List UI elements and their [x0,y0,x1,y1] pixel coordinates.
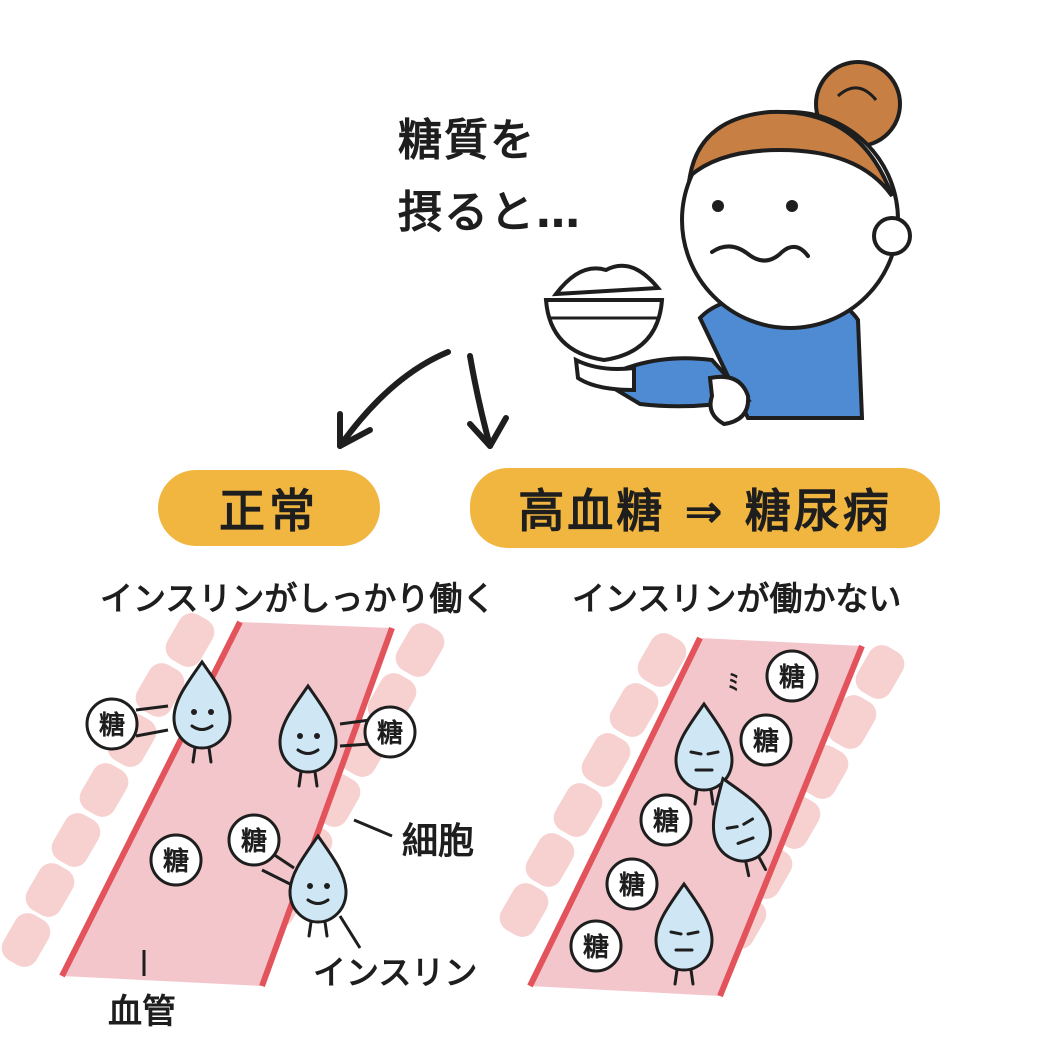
vessel-label: 血管 [108,992,176,1032]
arrow-to-normal [337,349,451,449]
branch-arrows [337,349,509,449]
confused-mark: ﾐ [728,671,739,696]
intro-line-2: 摂ると… [398,187,582,238]
sugar-label: 糖 [583,932,609,963]
free-sugar: 糖 [605,857,659,911]
sugar-label: 糖 [241,826,267,857]
sugar-label: 糖 [377,718,403,749]
free-sugar: 糖 [739,713,793,767]
insulin-binding-sugar-2: 糖 [278,684,417,788]
intro-line-1: 糖質を [398,115,536,166]
sugar-label: 糖 [163,846,189,877]
diabetes-caption: インスリンが働かない [572,579,902,618]
insulin-binding-sugar-3: 糖 [227,813,348,938]
normal-badge: 正常 [158,470,380,546]
sugar-label: 糖 [753,726,779,757]
normal-badge-label: 正常 [219,484,319,538]
normal-caption: インスリンがしっかり働く [100,579,496,618]
sugar-label: 糖 [99,710,125,741]
sugar-label: 糖 [619,870,645,901]
cell-label: 細胞 [402,821,475,862]
diabetes-badge: 高血糖 ⇒ 糖尿病 [470,468,940,548]
sugar-label: 糖 [653,806,679,837]
normal-vessel-scene: 糖 糖 糖 糖 [0,607,450,988]
free-sugar: 糖 [149,833,203,887]
diabetes-vessel-scene: 糖 糖 糖 糖 糖 ﾐ [494,627,910,998]
diabetes-badge-label: 高血糖 ⇒ 糖尿病 [518,484,892,538]
woman-eating-rice-figure [543,60,912,427]
insulin-binding-sugar-1: 糖 [85,660,232,764]
free-sugar: 糖 [765,649,819,703]
free-sugar: 糖 [639,793,693,847]
sugar-label: 糖 [779,662,805,693]
insulin-label: インスリン [313,953,478,992]
arrow-to-diabetes [467,353,493,449]
free-sugar: 糖 [569,919,623,973]
